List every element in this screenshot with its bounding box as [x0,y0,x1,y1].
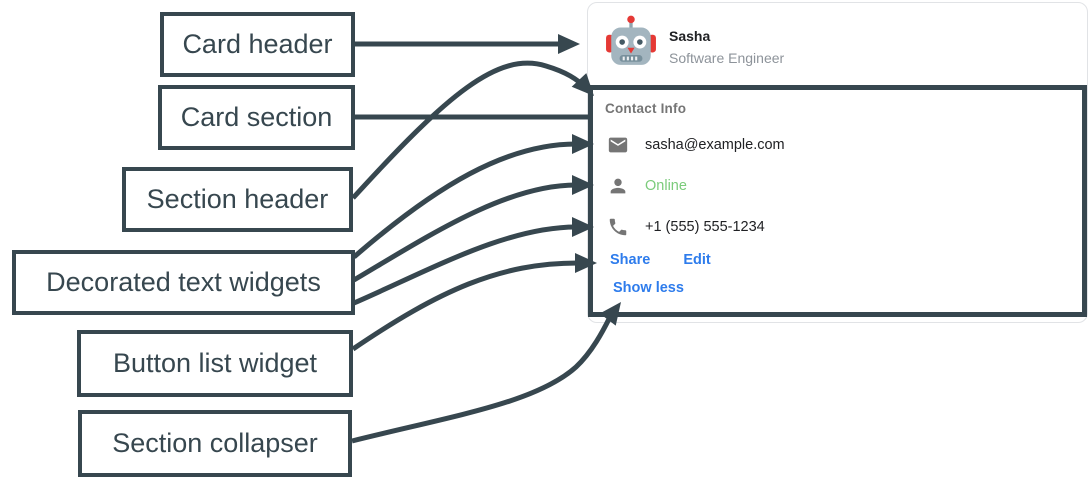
phone-icon [609,218,627,236]
card-title: Sasha [669,28,711,44]
decorated-text-status: Online [607,175,687,197]
arrow-decorated-email [352,141,577,259]
annotation-label-section-header: Section header [122,167,353,232]
annotation-label-card-header: Card header [160,12,355,77]
section-header-title: Contact Info [605,101,687,116]
arrow-button-list [351,260,579,352]
card-header-area: Sasha Software Engineer [588,3,1087,86]
annotation-label-card-section: Card section [158,85,355,150]
arrow-section-header [351,60,588,200]
button-list: Share Edit [610,252,711,268]
card-section-area: Contact Info sasha@example.com Online +1… [588,85,1087,317]
decorated-text-email: sasha@example.com [607,134,785,156]
annotation-label-button-list-widget: Button list widget [77,330,353,397]
arrow-decorated-phone [353,224,577,306]
decorated-text-phone: +1 (555) 555-1234 [607,216,765,238]
person-icon [610,178,626,194]
robot-avatar [606,15,656,65]
online-status-text: Online [645,178,687,194]
arrow-section-collapser [351,315,613,444]
section-collapser-link[interactable]: Show less [613,280,684,296]
share-button[interactable]: Share [610,252,651,268]
edit-button[interactable]: Edit [683,252,711,268]
contact-card: Sasha Software Engineer [587,2,1088,323]
annotation-label-decorated-text-widgets: Decorated text widgets [12,250,355,315]
email-text: sasha@example.com [645,137,785,153]
card-subtitle: Software Engineer [669,50,785,66]
annotation-label-section-collapser: Section collapser [78,410,352,477]
arrow-decorated-status [352,182,577,283]
email-icon [608,137,628,153]
phone-text: +1 (555) 555-1234 [645,219,765,235]
arrowhead-card-header [558,34,580,54]
